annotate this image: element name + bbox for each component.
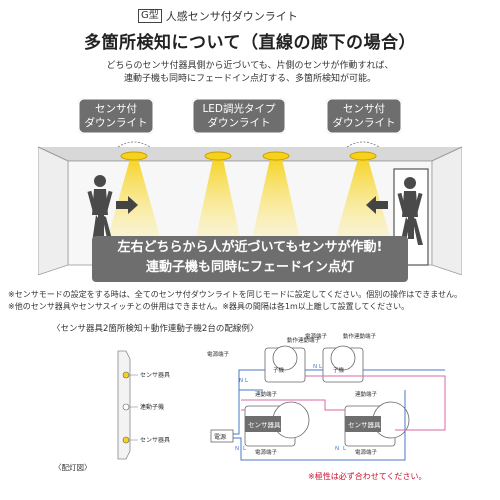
power-terminal-2: 電源端子: [305, 332, 328, 340]
led-light-1-icon: [204, 151, 232, 161]
banner-line-1: 左右どちらから人が近づいてもセンサが作動!: [117, 240, 383, 255]
label-sensor-downlight-right: センサ付 ダウンライト: [326, 98, 402, 134]
sensor-unit-right: センサ器具: [344, 401, 410, 447]
power-terminal-4: 電源端子: [355, 448, 378, 456]
sensor-left-badge: [245, 416, 281, 432]
slave-terminal-2: 動作連動端子: [343, 332, 377, 340]
sensor-right-label: センサ器具: [348, 421, 381, 429]
label-center-line1: LED調光タイプ: [202, 103, 276, 115]
sensor-wave-left-icon: [117, 141, 151, 148]
l-marker-1: L: [245, 378, 249, 384]
layout-slave-icon: [122, 403, 130, 411]
label-right-line1: センサ付: [343, 103, 385, 115]
wiring-example-title: 〈センサ器具2箇所検知＋動作連動子機2台の配線例〉: [52, 324, 259, 334]
arrow-right-icon: [116, 196, 138, 214]
layout-label-slave: 連動子機: [140, 403, 164, 411]
type-header: G型 人感センサ付ダウンライト: [138, 8, 298, 24]
layout-caption: 〈配灯図〉: [54, 463, 92, 472]
power-terminal-1: 電源端子: [207, 350, 230, 358]
layout-sensor-top-icon: [122, 371, 130, 379]
slave-unit-1: 子機: [264, 345, 306, 383]
label-right-line2: ダウンライト: [332, 117, 396, 129]
layout-label-sensor-top: センサ器具: [140, 372, 170, 379]
wiring-diagram: 子機 子機 電源端子 動作連動端子 電源端子 動作連動端子 センサ器具 センサ器…: [207, 332, 446, 461]
type-name: 人感センサ付ダウンライト: [165, 10, 298, 23]
sensor-wave-right-icon: [346, 141, 380, 148]
l-marker-4: L: [343, 446, 347, 452]
intro-line-1: どちらのセンサ付器具側から近づいても、片側のセンサが作動すれば、: [106, 61, 394, 71]
n-marker-2: N: [313, 364, 317, 370]
corridor-ceiling: [38, 147, 462, 161]
sensor-unit-left: センサ器具: [244, 401, 310, 447]
result-banner: 左右どちらから人が近づいてもセンサが作動! 連動子機も同時にフェードイン点灯: [92, 236, 408, 282]
link-terminal-1: 連動端子: [255, 390, 278, 398]
arrow-left-icon: [366, 196, 388, 214]
led-light-2-icon: [262, 151, 290, 161]
slave-2-label: 子機: [333, 366, 345, 374]
layout-sensor-bottom-icon: [122, 436, 130, 444]
slave-terminal-1: 動作連動端子: [287, 336, 321, 344]
n-marker-1: N: [239, 378, 243, 384]
layout-label-sensor-bottom: センサ器具: [140, 437, 170, 444]
slave-2-lamp-icon: [330, 345, 356, 371]
banner-line-2: 連動子機も同時にフェードイン点灯: [145, 260, 354, 275]
person-walking-right-icon: [397, 177, 423, 245]
label-sensor-downlight-left: センサ付 ダウンライト: [78, 98, 154, 134]
power-source-box: [210, 429, 234, 443]
page-title: 多箇所検知について（直線の廊下の場合）: [84, 33, 416, 53]
label-center-line2: ダウンライト: [207, 117, 271, 129]
label-led-dimming-downlight: LED調光タイプ ダウンライト: [192, 98, 286, 134]
l-marker-3: L: [243, 446, 247, 452]
label-left-line2: ダウンライト: [84, 117, 148, 129]
n-marker-4: N: [335, 446, 339, 452]
notes: ※センサモードの設定をする時は、全てのセンサ付ダウンライトを同じモードに設定して…: [8, 289, 494, 313]
label-left-line1: センサ付: [95, 103, 137, 115]
sensor-light-left-icon: [120, 151, 148, 161]
sensor-light-right-icon: [349, 151, 377, 161]
corridor-left-wall: [38, 146, 69, 275]
slave-1-lamp-icon: [272, 345, 298, 371]
intro-line-2: 連動子機も同時にフェードイン点灯する、多箇所検知が可能。: [123, 74, 376, 84]
sensor-right-badge: [345, 416, 381, 432]
layout-diagram: センサ器具 連動子機 センサ器具: [117, 350, 170, 460]
note-1: ※センサモードの設定をする時は、全てのセンサ付ダウンライトを同じモードに設定して…: [8, 290, 462, 299]
power-terminal-3: 電源端子: [255, 448, 278, 456]
polarity-note: ※極性は必ず合わせてください。: [308, 472, 427, 481]
n-marker-3: N: [235, 446, 239, 452]
slave-1-label: 子機: [273, 366, 285, 374]
intro-text: どちらのセンサ付器具側から近づいても、片側のセンサが作動すれば、 連動子機も同時…: [60, 60, 440, 86]
slave-unit-2: 子機: [322, 345, 364, 383]
power-source-label: 電源: [214, 433, 226, 441]
link-terminal-2: 連動端子: [355, 390, 378, 398]
type-badge: G型: [138, 9, 162, 23]
note-2: ※他のセンサ器具やセンサスイッチとの併用はできません。※器具の間隔は各1m以上離…: [8, 302, 410, 311]
corridor-right-wall: [431, 146, 462, 275]
sensor-left-label: センサ器具: [248, 421, 281, 429]
l-marker-2: L: [319, 364, 323, 370]
